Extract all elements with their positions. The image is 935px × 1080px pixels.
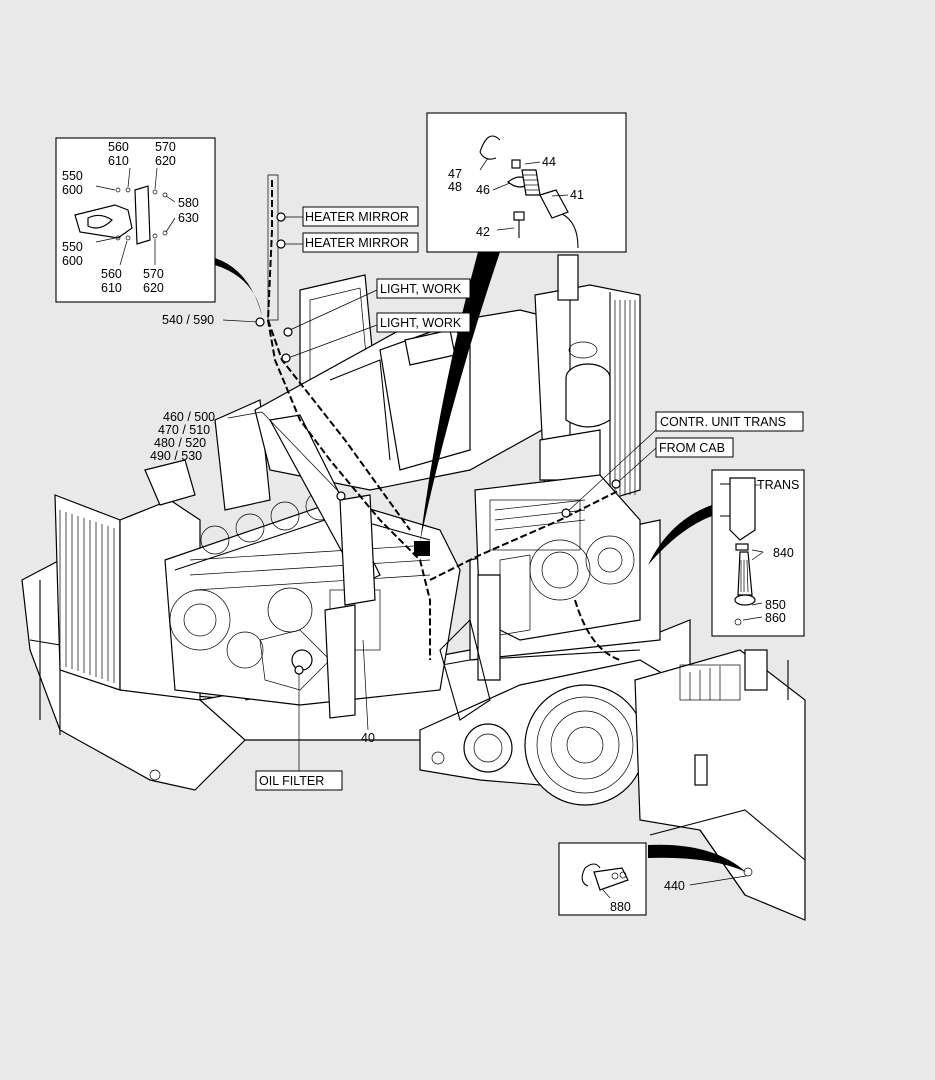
inset-handle-600-bottom: 600 [62, 254, 83, 268]
light-work-label-1: LIGHT, WORK [380, 282, 462, 296]
inset-trans-840: 840 [773, 546, 794, 560]
inset-sensor-48: 48 [448, 180, 462, 194]
inset-handle-560-top: 560 [108, 140, 129, 154]
inset-trans-850: 850 [765, 598, 786, 612]
inset-handle-620-bottom: 620 [143, 281, 164, 295]
callout-arrows [215, 252, 746, 872]
contr-unit-trans-label: CONTR. UNIT TRANS [660, 415, 786, 429]
heater-mirror-label-2: HEATER MIRROR [305, 236, 409, 250]
inset-sensor-41: 41 [570, 188, 584, 202]
part-number-460-500: 460 / 500 [163, 410, 215, 424]
inset-sensor [426, 112, 627, 253]
inset-handle-580: 580 [178, 196, 199, 210]
light-work-label-2: LIGHT, WORK [380, 316, 462, 330]
inset-trans-860: 860 [765, 611, 786, 625]
heater-mirror-label-1: HEATER MIRROR [305, 210, 409, 224]
inset-handle-550-top: 550 [62, 169, 83, 183]
heater-mirror-box-1 [302, 206, 419, 227]
inset-handle-610-top: 610 [108, 154, 129, 168]
from-cab-label: FROM CAB [659, 441, 725, 455]
inset-handle-560-bottom: 560 [101, 267, 122, 281]
inset-handle-570-top: 570 [155, 140, 176, 154]
trans-label: TRANS [757, 478, 799, 492]
inset-handle [55, 137, 216, 303]
inset-handle-620-top: 620 [155, 154, 176, 168]
inset-handle-630: 630 [178, 211, 199, 225]
part-number-40: 40 [361, 731, 375, 745]
oil-filter-box [255, 770, 343, 791]
part-number-540-590: 540 / 590 [162, 313, 214, 327]
oil-filter-label: OIL FILTER [259, 774, 324, 788]
part-number-480-520: 480 / 520 [154, 436, 206, 450]
part-number-470-510: 470 / 510 [158, 423, 210, 437]
inset-clip-880: 880 [610, 900, 631, 914]
inset-handle-550-bottom: 550 [62, 240, 83, 254]
part-number-440: 440 [664, 879, 685, 893]
part-number-490-530: 490 / 530 [150, 449, 202, 463]
inset-handle-600-top: 600 [62, 183, 83, 197]
inset-handle-610-bottom: 610 [101, 281, 122, 295]
light-work-box-2 [376, 312, 471, 333]
heater-mirror-box-2 [302, 232, 419, 253]
inset-trans [711, 469, 805, 637]
inset-sensor-44: 44 [542, 155, 556, 169]
machine-illustration [21, 174, 806, 921]
inset-sensor-47: 47 [448, 167, 462, 181]
inset-clip [558, 842, 647, 916]
from-cab-box [655, 437, 734, 458]
contr-unit-trans-box [655, 411, 804, 432]
inset-sensor-46: 46 [476, 183, 490, 197]
leader-lines [222, 212, 747, 886]
light-work-box-1 [376, 278, 471, 299]
inset-handle-570-bottom: 570 [143, 267, 164, 281]
inset-sensor-42: 42 [476, 225, 490, 239]
